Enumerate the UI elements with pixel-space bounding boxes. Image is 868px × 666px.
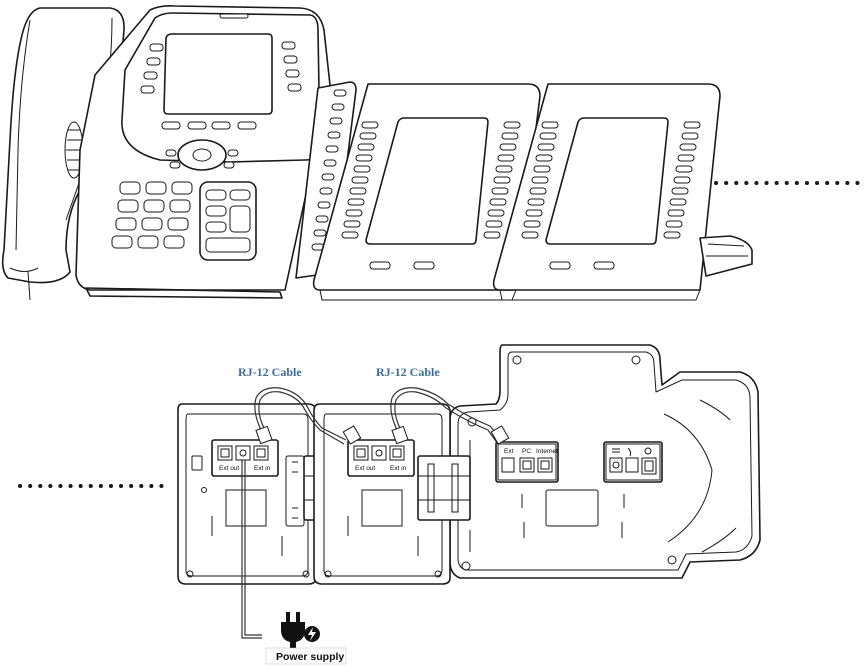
power-supply-label: Power supply <box>276 651 344 663</box>
module-1-ext-in-label: Ext in <box>254 465 271 472</box>
phone-rear: Ext PC Internet <box>449 344 761 579</box>
rj12-cable-1 <box>254 387 362 445</box>
phone-port-block-2 <box>603 441 663 483</box>
dial-pad <box>111 181 193 249</box>
power-supply: Power supply <box>265 612 347 665</box>
dss-keys-module-2-left <box>521 121 559 239</box>
rj12-cable-label-2: RJ-12 Cable <box>376 365 440 379</box>
module-2-ext-out-label: Ext out <box>355 465 375 472</box>
module-1-power-port <box>235 445 251 461</box>
rj12-cable-2 <box>390 387 510 445</box>
expansion-module-2-front <box>492 83 753 301</box>
dss-keys-module-1-right <box>483 121 521 239</box>
phone-base <box>75 5 357 299</box>
phone-headset-port <box>641 457 657 475</box>
phone-pc-port-label: PC <box>522 448 531 455</box>
expansion-module-1-rear: Ext out Ext in <box>177 403 317 585</box>
connecting-bracket-2 <box>417 455 471 521</box>
rj12-cable-label-1: RJ-12 Cable <box>238 365 302 379</box>
navigation-key-icon <box>165 139 239 171</box>
module-2-ext-in-label: Ext in <box>390 465 407 472</box>
phone-internet-port <box>537 457 553 473</box>
phone-port-block: Ext PC Internet <box>495 441 559 483</box>
phone-ext-port-label: Ext <box>504 448 514 455</box>
dss-keys-module-1-left <box>341 121 379 239</box>
expansion-module-2-rear: Ext out Ext in <box>313 403 451 585</box>
handset <box>1 7 125 301</box>
screen-side-keys-left <box>140 43 164 94</box>
front-view <box>1 5 866 301</box>
power-cable <box>241 460 262 639</box>
module-1-ext-out-label: Ext out <box>219 465 239 472</box>
module-1-ext-out-port <box>217 445 233 461</box>
phone-pc-port <box>519 457 535 473</box>
rear-view: Ext PC Internet <box>18 344 761 665</box>
dss-keys-phone <box>311 89 347 251</box>
soft-keys <box>161 121 257 130</box>
phone-power-port <box>609 457 623 473</box>
power-supply-label-box <box>265 647 347 665</box>
phone-ext-port <box>501 457 515 473</box>
phone-internet-port-label: Internet <box>536 448 558 455</box>
module-1-ext-in-port <box>253 445 269 461</box>
power-plug-icon <box>281 612 320 648</box>
function-keys <box>199 181 257 261</box>
dss-keys-module-2-right <box>663 121 701 239</box>
phone-handset-port <box>625 457 639 473</box>
module-2-ext-out-port <box>353 445 369 461</box>
module-2-ext-in-port <box>389 445 405 461</box>
module-2-power-port <box>371 445 387 461</box>
screen-side-keys-right <box>281 41 302 92</box>
